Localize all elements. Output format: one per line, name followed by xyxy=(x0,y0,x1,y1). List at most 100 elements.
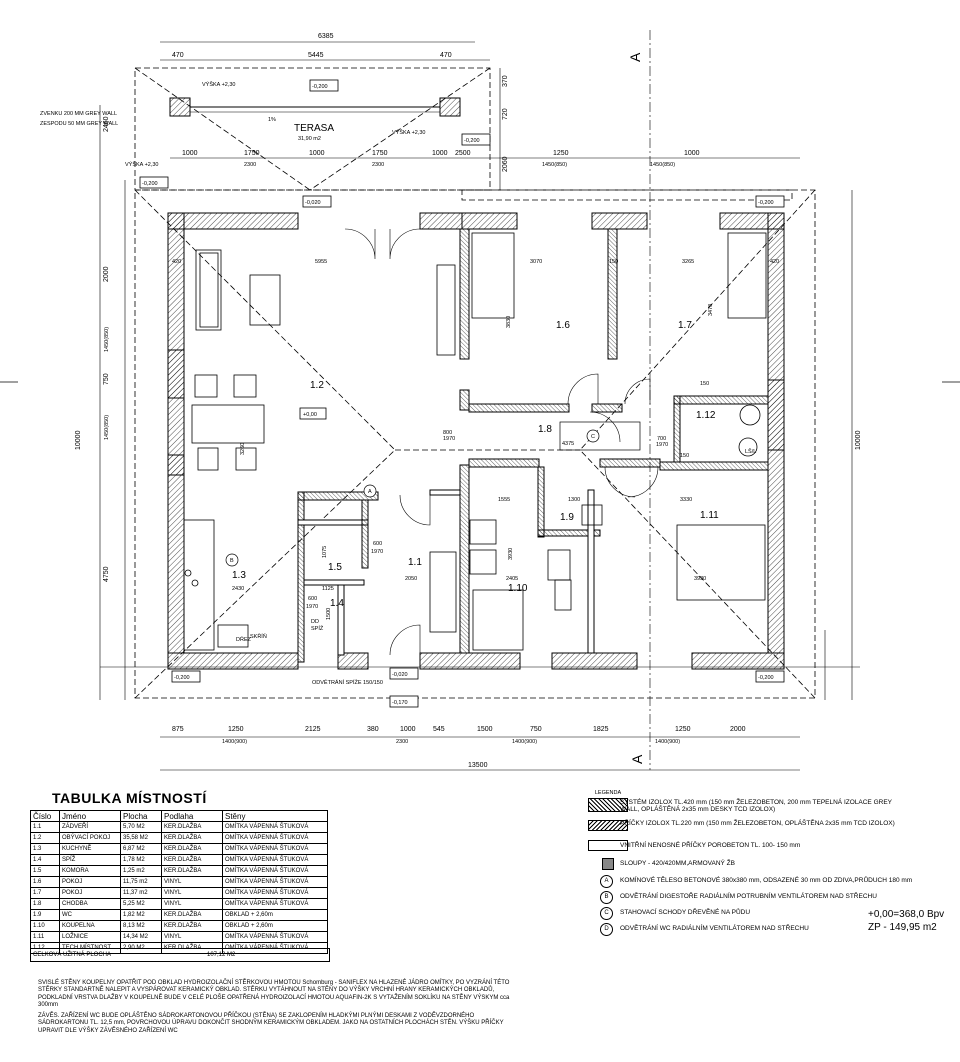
note-drez: DŘEZ xyxy=(236,635,252,643)
door-swings xyxy=(344,228,659,656)
cell-podlaha: KER.DLAŽBA xyxy=(161,920,223,932)
inner-dim-10: 1300 xyxy=(568,497,580,503)
dim-left-3: 750 xyxy=(103,373,110,385)
cell-cislo: 1.7 xyxy=(30,887,60,899)
interior-walls xyxy=(297,228,769,663)
note-skrin: SKŘÍŇ xyxy=(250,632,267,640)
legend-swatch-porobeton xyxy=(588,840,628,851)
legend-marker-b: B xyxy=(600,891,613,904)
cell-plocha: 11,75 m2 xyxy=(120,876,162,888)
room-1-6: 1.6 xyxy=(556,320,570,331)
dim-left-0: 2460 xyxy=(103,116,110,132)
level-0: -0,200 xyxy=(312,84,328,90)
cell-steny: OMÍTKA VÁPENNÁ ŠTUKOVÁ xyxy=(222,832,328,844)
cell-plocha: 11,37 m2 xyxy=(120,887,162,899)
terrace-slope: 1% xyxy=(268,117,276,123)
cell-plocha: 5,70 M2 xyxy=(120,821,162,833)
dim-bot-b-1: 2300 xyxy=(396,739,408,745)
dim-top-overall: 6385 xyxy=(318,33,334,40)
cell-jmeno: POKOJ xyxy=(59,876,121,888)
opening-3-h: 1970 xyxy=(306,604,318,610)
inner-dim-9: 1555 xyxy=(498,497,510,503)
inner-dim-20: 3260 xyxy=(240,443,246,455)
dim-top-r2-1: 1750 xyxy=(244,150,260,157)
inner-dim-19: 2430 xyxy=(232,586,244,592)
room-1-1: 1.1 xyxy=(408,557,422,568)
dim-right-1: 720 xyxy=(502,108,509,120)
cell-cislo: 1.5 xyxy=(30,865,60,877)
dim-top-r2-4: 1000 xyxy=(432,150,448,157)
cell-jmeno: KOUPELNA xyxy=(59,920,121,932)
cell-steny: OMÍTKA VÁPENNÁ ŠTUKOVÁ xyxy=(222,898,328,910)
room-table-header: Číslo Jméno Plocha Podlaha Stěny xyxy=(30,810,328,822)
built-area: ZP - 149,95 m2 xyxy=(868,922,937,933)
room-1-11: 1.11 xyxy=(700,510,719,521)
cell-cislo: 1.2 xyxy=(30,832,60,844)
total-value: 107,12 M2 xyxy=(207,952,236,958)
dim-bot-overall: 13500 xyxy=(468,762,488,769)
dim-bot-1: 1250 xyxy=(228,726,244,733)
elevation-info: +0,00=368,0 Bpv ZP - 149,95 m2 xyxy=(868,908,944,934)
note-ls: LŠ/L xyxy=(745,448,756,455)
room-1-5: 1.5 xyxy=(328,562,342,573)
room-1-9: 1.9 xyxy=(560,512,574,523)
note-bathroom: SVISLÉ STĚNY KOUPELNY OPATŘIT POD OBKLAD… xyxy=(38,980,510,1008)
opening-2-w: 700 xyxy=(657,436,666,442)
cell-cislo: 1.8 xyxy=(30,898,60,910)
dim-bot-3: 380 xyxy=(367,726,379,733)
legend-marker-a: A xyxy=(600,875,613,888)
note-spiz: SPÍŽ xyxy=(311,624,324,632)
cell-podlaha: VINYL xyxy=(161,898,223,910)
room-1-8: 1.8 xyxy=(538,424,552,435)
wall-note-1: ZVENKU 200 MM GREY WALL xyxy=(40,111,117,117)
room-table-total: CELKOVÁ UŽITNÁ PLOCHA 107,12 M2 xyxy=(30,948,330,962)
legend-marker-c: C xyxy=(600,907,613,920)
cell-jmeno: ZÁDVEŘÍ xyxy=(59,821,121,833)
level-5: -0,020 xyxy=(305,200,321,206)
external-walls xyxy=(167,212,785,670)
dim-terrace-width: 5445 xyxy=(308,52,324,59)
inner-dim-8: 4375 xyxy=(562,441,574,447)
cell-plocha: 1,82 M2 xyxy=(120,909,162,921)
cell-jmeno: SPÍŽ xyxy=(59,854,121,866)
room-1-4: 1.4 xyxy=(330,598,344,609)
legend-marker-d-text: ODVĚTRÁNÍ WC RADIÁLNÍM VENTILÁTOREM NAD … xyxy=(620,925,809,932)
level-3: -0,200 xyxy=(758,200,774,206)
dim-bot-b-3: 1400(900) xyxy=(655,739,680,745)
cell-steny: OMÍTKA VÁPENNÁ ŠTUKOVÁ xyxy=(222,843,328,855)
cell-podlaha: KER.DLAŽBA xyxy=(161,843,223,855)
dim-left-4: 1450(850) xyxy=(104,415,110,440)
dim-top-r2b-3: 1450(850) xyxy=(650,162,675,168)
inner-dim-7: 3478 xyxy=(708,304,714,316)
cell-plocha: 6,87 M2 xyxy=(120,843,162,855)
inner-dim-5: 420 xyxy=(770,259,779,265)
total-label: CELKOVÁ UŽITNÁ PLOCHA xyxy=(33,952,112,958)
level-2: -0,200 xyxy=(142,181,158,187)
legend-item-2: VNITŘNÍ NENOSNÉ PŘÍČKY POROBETON TL. 100… xyxy=(620,842,801,849)
cell-cislo: 1.9 xyxy=(30,909,60,921)
level-boxes xyxy=(139,79,785,708)
dim-top-r2b-1: 2300 xyxy=(372,162,384,168)
inner-dim-16: 1125 xyxy=(322,586,334,592)
dim-left-5: 4750 xyxy=(103,566,110,582)
cell-jmeno: OBÝVACÍ POKOJ xyxy=(59,832,121,844)
legend-marker-b-text: ODVĚTRÁNÍ DIGESTOŘE RADIÁLNÍM POTRUBNÍM … xyxy=(620,893,877,900)
dim-right-3: 10000 xyxy=(855,430,862,450)
header-plocha: Plocha xyxy=(120,810,162,822)
section-line-a xyxy=(0,30,960,770)
terrace-columns xyxy=(169,97,461,117)
height-note-0: VÝŠKA +2,30 xyxy=(202,81,235,88)
legend-marker-d: D xyxy=(600,923,613,936)
cell-plocha: 8,13 M2 xyxy=(120,920,162,932)
dim-bot-b-0: 1400(900) xyxy=(222,739,247,745)
dim-top-r2-7: 1000 xyxy=(684,150,700,157)
